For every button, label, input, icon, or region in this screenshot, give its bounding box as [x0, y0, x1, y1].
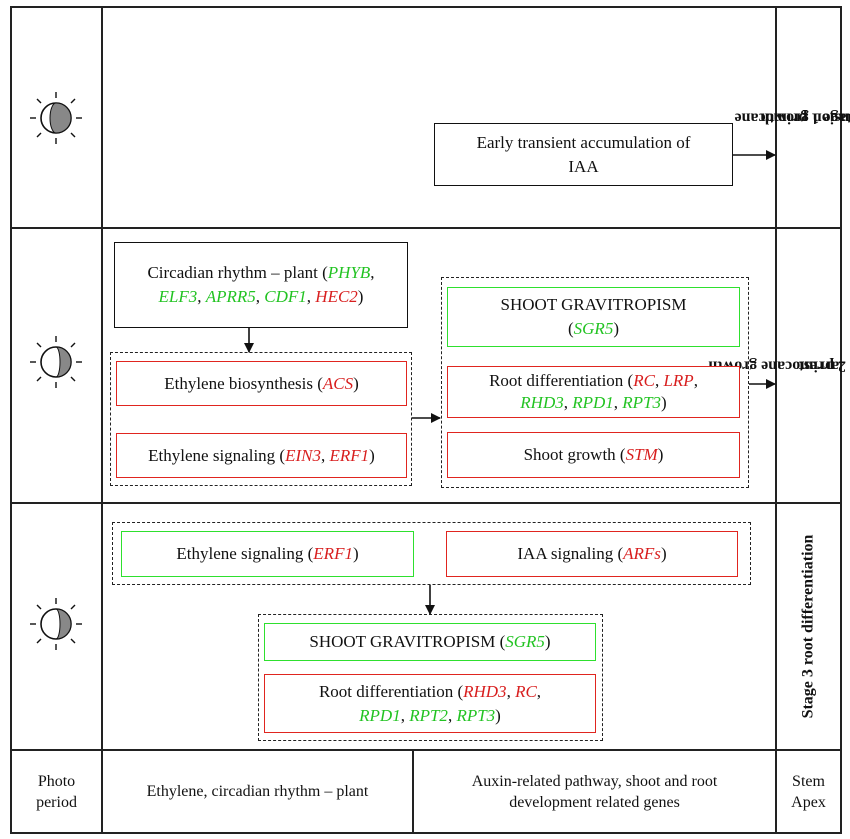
gene-rhd3: RHD3: [520, 393, 564, 412]
grid-line: [10, 227, 842, 229]
gene-elf3: ELF3: [158, 287, 198, 306]
ethylene-biosynthesis-box: Ethylene biosynthesis (ACS): [116, 361, 407, 406]
sun-moon-icon: [30, 336, 82, 388]
gene-sgr5: SGR5: [573, 319, 614, 338]
gene-phyb: PHYB: [327, 263, 371, 282]
gene-lrp: LRP: [663, 371, 694, 390]
gene-erf1: ERF1: [313, 544, 353, 563]
iaa-box-line2: IAA: [568, 156, 599, 176]
sun-moon-icon: [30, 598, 82, 650]
grid-line: [10, 6, 842, 8]
iaa-signaling-box: IAA signaling (ARFs): [446, 531, 738, 577]
iaa-box-line1: Early transient accumulation of: [476, 132, 691, 152]
footer-auxin-pathway: Auxin-related pathway, shoot and root de…: [471, 772, 718, 811]
signaling-group: [112, 522, 751, 585]
grid-line: [10, 6, 12, 834]
ethylene-group: [110, 352, 412, 486]
circadian-rhythm-box: Circadian rhythm – plant (PHYB, ELF3, AP…: [114, 242, 408, 328]
grid-line: [101, 6, 103, 834]
grid-line: [412, 749, 414, 833]
iaa-accumulation-box: Early transient accumulation of IAA: [434, 123, 733, 186]
gene-ein3: EIN3: [285, 445, 321, 465]
grid-line: [840, 6, 842, 834]
shoot-gravitropism-box: SHOOT GRAVITROPISM (SGR5): [447, 287, 740, 347]
gene-erf1: ERF1: [329, 445, 370, 465]
root-differentiation-s3-box: Root differentiation (RHD3, RC, RPD1, RP…: [264, 674, 596, 733]
gene-rpt2: RPT2: [409, 705, 448, 725]
shoot-growth-box: Shoot growth (STM): [447, 432, 740, 478]
footer-ethylene-circadian: Ethylene, circadian rhythm – plant: [146, 783, 369, 800]
gene-stm: STM: [625, 445, 658, 464]
gene-rc: RC: [633, 371, 655, 390]
gene-rpt3: RPT3: [622, 393, 662, 412]
gene-rhd3: RHD3: [463, 681, 507, 701]
footer-photoperiod: Photo period: [36, 772, 77, 811]
gene-arfs: ARFs: [623, 544, 661, 563]
gene-rc: RC: [515, 681, 537, 701]
gene-acs: ACS: [322, 373, 354, 393]
gene-hec2: HEC2: [315, 287, 358, 306]
shoot-root-group: [441, 277, 749, 488]
grid-line: [10, 832, 842, 834]
gene-aprr5: APRR5: [205, 287, 256, 306]
grid-line: [10, 749, 842, 751]
gene-rpd1: RPD1: [572, 393, 614, 412]
gene-rpd1: RPD1: [359, 705, 401, 725]
ethylene-signaling-s3-box: Ethylene signaling (ERF1): [121, 531, 414, 577]
gene-cdf1: CDF1: [264, 287, 307, 306]
sun-moon-icon: [30, 92, 82, 144]
ethylene-signaling-box: Ethylene signaling (EIN3, ERF1): [116, 433, 407, 478]
shoot-gravitropism-s3-box: SHOOT GRAVITROPISM (SGR5): [264, 623, 596, 661]
footer-stem-apex: Stem Apex: [791, 772, 826, 811]
grid-line: [10, 502, 842, 504]
grid-line: [775, 6, 777, 834]
gene-rpt3: RPT3: [456, 705, 496, 725]
root-differentiation-box: Root differentiation (RC, LRP, RHD3, RPD…: [447, 366, 740, 418]
gene-sgr5: SGR5: [505, 632, 545, 651]
